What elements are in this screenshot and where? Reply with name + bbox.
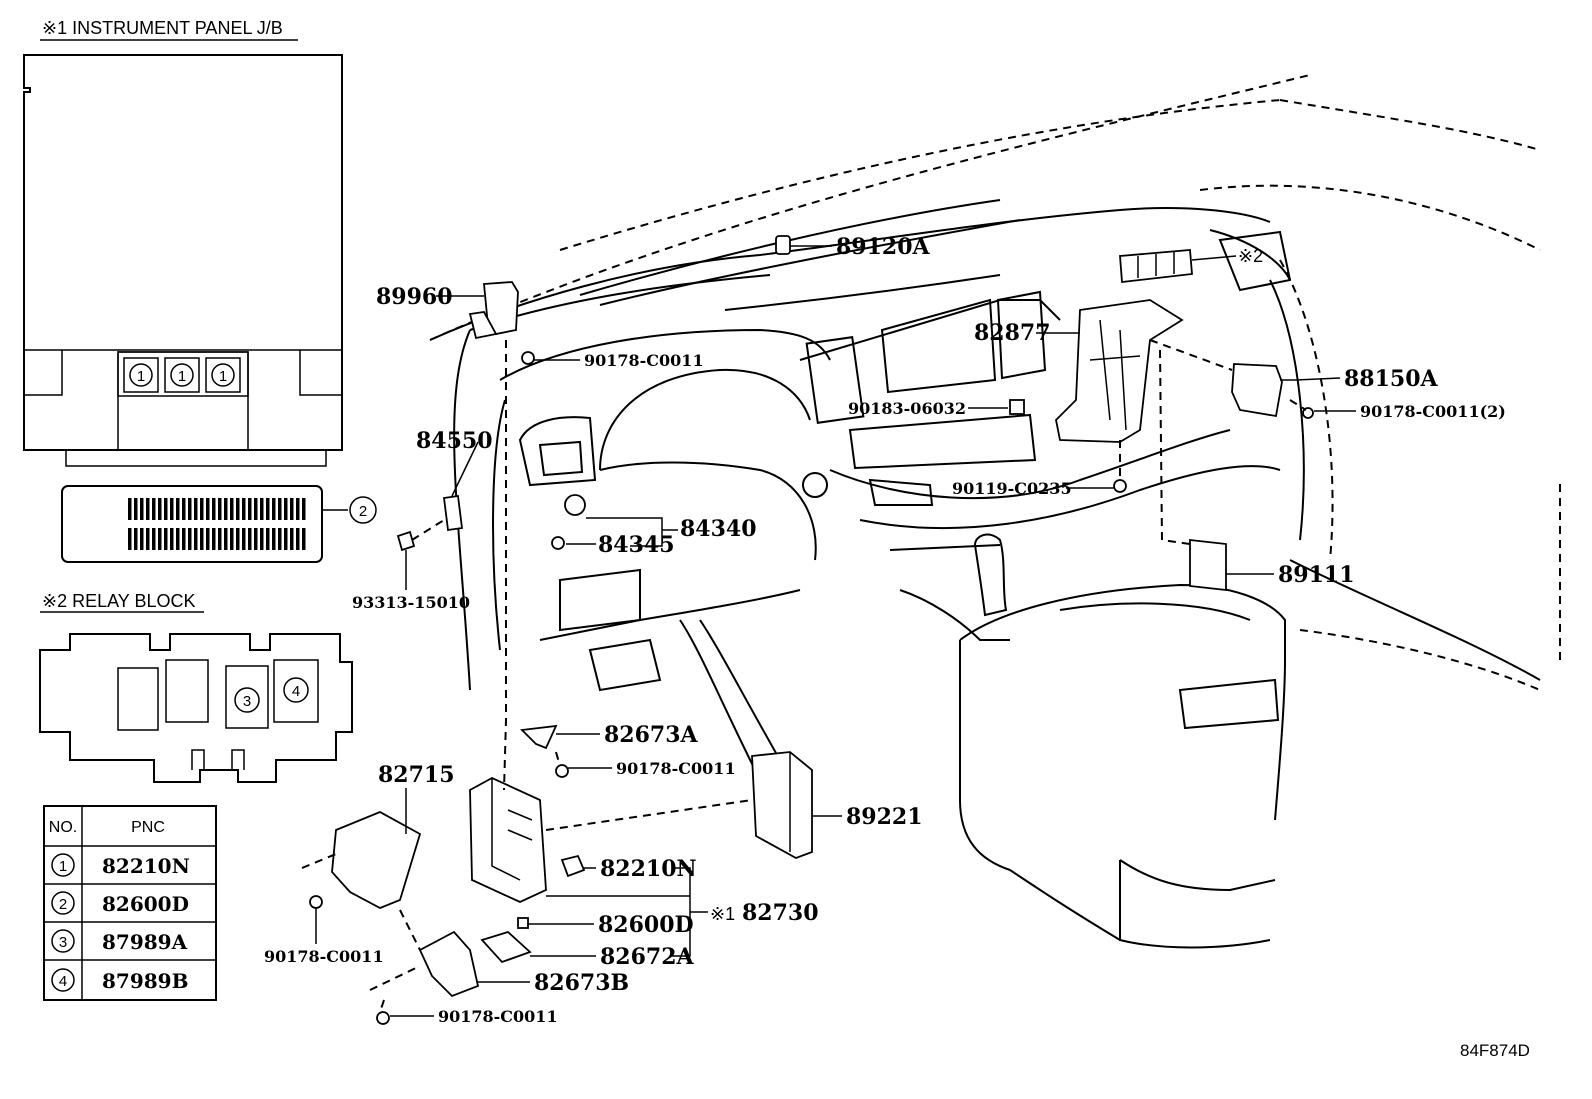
bolt-93313 bbox=[396, 530, 416, 552]
callout-82730: 82730 bbox=[742, 900, 819, 926]
relay-82210N bbox=[560, 854, 586, 878]
relay-block-section: ※2 RELAY BLOCK 3 4 bbox=[39, 591, 353, 783]
callout-93313: 93313-15010 bbox=[352, 593, 470, 612]
svg-text:2: 2 bbox=[359, 503, 367, 520]
svg-text:4: 4 bbox=[292, 683, 300, 700]
svg-text:82210N: 82210N bbox=[102, 854, 190, 878]
callout-82672A: 82672A bbox=[600, 944, 695, 970]
bracket-82673A bbox=[520, 724, 558, 750]
table-row: 2 82600D bbox=[51, 891, 189, 916]
svg-text:1: 1 bbox=[219, 368, 227, 385]
table-row: 1 82210N bbox=[51, 853, 190, 878]
callout-82210N: 82210N bbox=[600, 856, 697, 882]
svg-text:3: 3 bbox=[59, 934, 67, 951]
connector-pins bbox=[128, 498, 306, 550]
callout-82673A: 82673A bbox=[604, 722, 699, 748]
clip-84345 bbox=[551, 536, 565, 550]
callout-84550: 84550 bbox=[416, 428, 493, 454]
jb-slot-1c: 1 bbox=[205, 357, 241, 393]
callout-82877: 82877 bbox=[974, 320, 1051, 346]
svg-text:1: 1 bbox=[59, 858, 67, 875]
table-row: 4 87989B bbox=[51, 968, 188, 993]
jb-slot-1a: 1 bbox=[123, 357, 159, 393]
jb-marker-2: 2 bbox=[349, 496, 377, 524]
svg-text:87989A: 87989A bbox=[102, 930, 188, 954]
leader-lines bbox=[301, 245, 1356, 1017]
callout-90178-mid: 90178-C0011 bbox=[616, 759, 736, 778]
callout-90178-left: 90178-C0011 bbox=[264, 947, 384, 966]
svg-text:3: 3 bbox=[243, 693, 251, 710]
callout-89221: 89221 bbox=[846, 804, 923, 830]
bolt-90119 bbox=[1113, 479, 1127, 493]
table-header-no: NO. bbox=[49, 819, 77, 836]
jb-slot-1b: 1 bbox=[164, 357, 200, 393]
parts bbox=[309, 235, 1314, 1025]
svg-text:2: 2 bbox=[59, 896, 67, 913]
nut-90178-bottom bbox=[376, 1011, 390, 1025]
cover-82672A bbox=[480, 930, 532, 964]
callout-labels: 89120A 89960 90178-C0011 82877 ※2 88150A… bbox=[264, 234, 1530, 1060]
callout-89111: 89111 bbox=[1278, 562, 1355, 588]
callout-90119: 90119-C0235 bbox=[952, 479, 1072, 498]
switch-84340 bbox=[564, 494, 586, 516]
bracket-82673B bbox=[418, 930, 480, 998]
table-header-pnc: PNC bbox=[131, 819, 165, 836]
svg-text:87989B: 87989B bbox=[102, 969, 188, 993]
callout-84340: 84340 bbox=[680, 516, 757, 542]
clip-90183 bbox=[1009, 399, 1025, 415]
callout-90178-bottom: 90178-C0011 bbox=[438, 1007, 558, 1026]
ecu-89221 bbox=[751, 751, 813, 859]
receiver-89111 bbox=[1189, 538, 1227, 592]
svg-text:82600D: 82600D bbox=[102, 892, 189, 916]
jb-connector-strip bbox=[61, 485, 323, 563]
ecu-88150A bbox=[1231, 363, 1283, 418]
callout-82673B: 82673B bbox=[534, 970, 629, 996]
callout-82600D: 82600D bbox=[598, 912, 694, 938]
nut-90178-mid bbox=[555, 764, 569, 778]
dashboard-illustration bbox=[429, 74, 1561, 949]
callout-89120A: 89120A bbox=[836, 234, 931, 260]
nut-90178-left bbox=[309, 895, 323, 909]
svg-text:1: 1 bbox=[137, 368, 145, 385]
callout-88150A: 88150A bbox=[1344, 366, 1439, 392]
sensor-89120A bbox=[775, 235, 791, 255]
table-row: 3 87989A bbox=[51, 929, 188, 954]
ref-marker-2: ※2 bbox=[1238, 246, 1263, 266]
relay-block-part bbox=[1119, 249, 1193, 284]
bracket-82877 bbox=[1055, 299, 1184, 443]
callout-82715: 82715 bbox=[378, 762, 455, 788]
relay-marker-4: 4 bbox=[283, 677, 309, 703]
callout-84345: 84345 bbox=[598, 532, 675, 558]
switch-84550 bbox=[442, 494, 464, 532]
bracket-82715 bbox=[331, 811, 422, 909]
callout-90178-top: 90178-C0011 bbox=[584, 351, 704, 370]
nut-90178-top bbox=[521, 351, 535, 365]
svg-text:4: 4 bbox=[59, 973, 67, 990]
svg-text:1: 1 bbox=[178, 368, 186, 385]
ref-marker-1: ※1 bbox=[710, 904, 735, 924]
junction-block-82730 bbox=[469, 776, 547, 903]
fuse-82600D bbox=[517, 917, 529, 929]
relay-marker-3: 3 bbox=[234, 687, 260, 713]
relay-block-title: ※2 RELAY BLOCK bbox=[42, 591, 195, 611]
module-89960 bbox=[468, 281, 519, 340]
callout-90183: 90183-06032 bbox=[848, 399, 966, 418]
figure-code: 84F874D bbox=[1460, 1041, 1530, 1060]
callout-89960: 89960 bbox=[376, 284, 453, 310]
instrument-panel-jb-title: ※1 INSTRUMENT PANEL J/B bbox=[42, 18, 283, 38]
callout-90178-2: 90178-C0011(2) bbox=[1360, 402, 1506, 421]
pnc-table: NO. PNC 1 82210N 2 82600D 3 87989A 4 879… bbox=[43, 805, 217, 1001]
instrument-panel-jb-section: ※1 INSTRUMENT PANEL J/B 1 1 1 2 bbox=[23, 18, 377, 563]
